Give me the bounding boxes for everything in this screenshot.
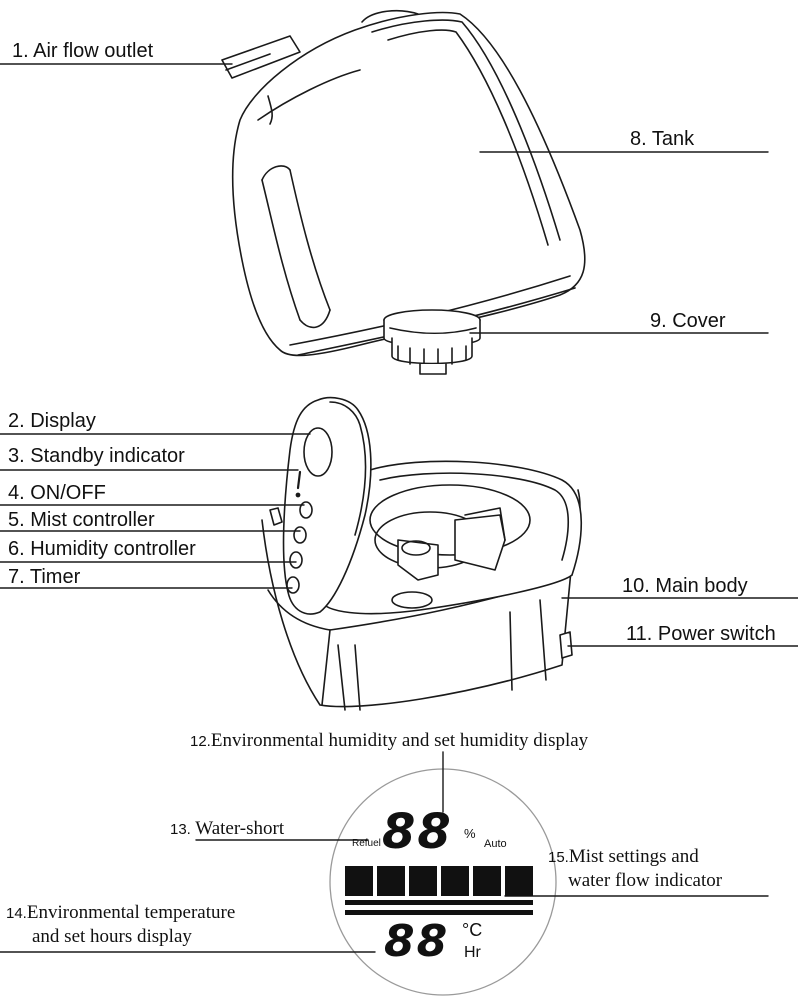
label-air-flow-outlet: 1. Air flow outlet bbox=[12, 40, 154, 62]
label-humidity-controller: 6. Humidity controller bbox=[8, 538, 196, 560]
lcd-auto-label: Auto bbox=[484, 838, 507, 850]
lcd-temperature-digits: 88 bbox=[384, 916, 450, 967]
label-mist-settings-line1: 15.Mist settings and bbox=[548, 846, 699, 867]
lcd-humidity-digits: 88 bbox=[382, 804, 453, 860]
lcd-percent-sign: % bbox=[464, 826, 476, 841]
lcd-refuel-label: Refuel bbox=[352, 838, 381, 849]
label-mist-settings-line2: water flow indicator bbox=[568, 870, 723, 891]
label-cover: 9. Cover bbox=[650, 310, 726, 332]
label-tank: 8. Tank bbox=[630, 128, 695, 150]
label-temperature-display-line1: 14.Environmental temperature bbox=[6, 902, 236, 923]
lcd-display-drawing bbox=[0, 751, 769, 996]
control-panel-drawing bbox=[282, 396, 372, 615]
label-display: 2. Display bbox=[8, 410, 96, 432]
label-temperature-display-line2: and set hours display bbox=[32, 926, 192, 947]
lcd-hours-label: Hr bbox=[464, 944, 481, 961]
label-timer: 7. Timer bbox=[8, 566, 81, 588]
label-power-switch: 11. Power switch bbox=[626, 623, 776, 645]
label-on-off: 4. ON/OFF bbox=[8, 482, 106, 504]
leader-lines bbox=[0, 63, 798, 647]
label-humidity-display: 12.Environmental humidity and set humidi… bbox=[190, 730, 589, 751]
label-main-body: 10. Main body bbox=[622, 575, 748, 597]
label-mist-controller: 5. Mist controller bbox=[8, 509, 155, 531]
label-standby-indicator: 3. Standby indicator bbox=[8, 445, 185, 467]
cover-drawing bbox=[383, 309, 481, 375]
main-body-drawing bbox=[261, 460, 583, 711]
lcd-celsius-label: °C bbox=[462, 920, 483, 940]
tank-drawing bbox=[221, 9, 586, 357]
label-water-short: 13. Water-short bbox=[170, 818, 285, 839]
